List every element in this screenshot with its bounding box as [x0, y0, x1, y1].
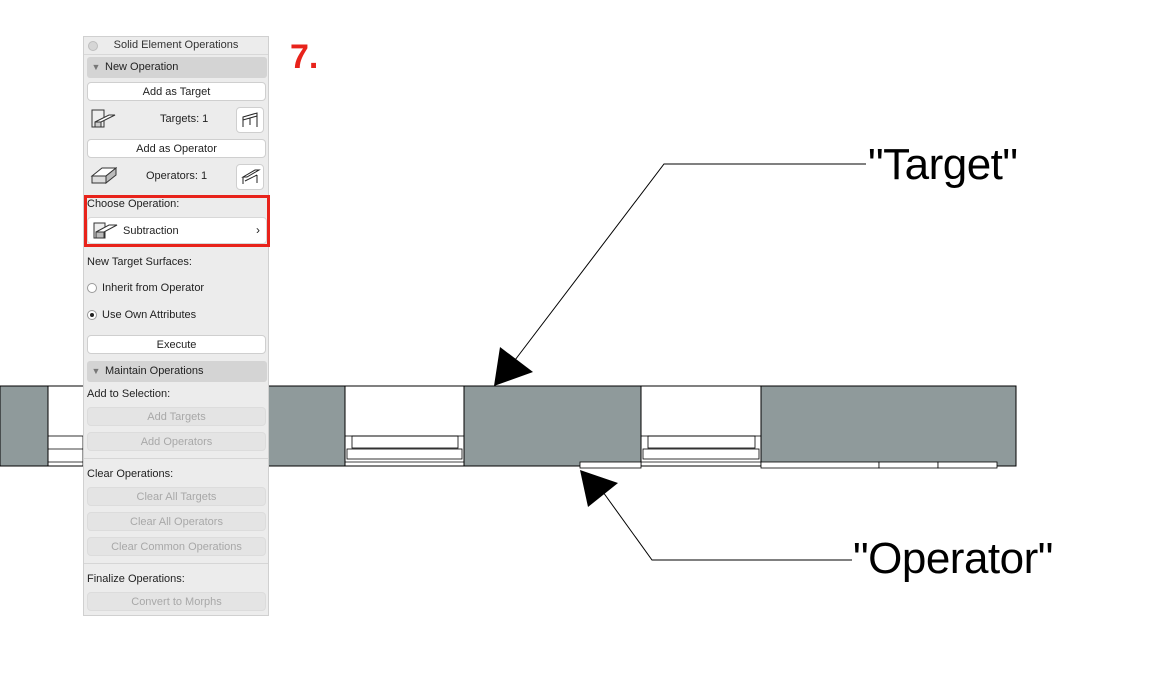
target-arrowhead [494, 347, 533, 386]
disclosure-triangle-icon: ▼ [91, 366, 101, 376]
use-own-attributes-radio[interactable] [87, 310, 97, 320]
new-target-surfaces-label: New Target Surfaces: [87, 256, 192, 268]
operators-count: Operators: 1 [146, 170, 208, 182]
add-targets-button[interactable]: Add Targets [87, 407, 266, 426]
clear-all-operators-button[interactable]: Clear All Operators [87, 512, 266, 531]
operator-leader-line [602, 491, 852, 561]
add-to-selection-label: Add to Selection: [87, 388, 171, 400]
operation-select[interactable]: Subtraction › [87, 217, 267, 244]
add-operators-button[interactable]: Add Operators [87, 432, 266, 451]
solid-block [0, 385, 49, 467]
target-solid-icon [91, 109, 116, 128]
operator-arrowhead [580, 470, 618, 507]
targets-count: Targets: 1 [160, 113, 209, 125]
solid-block [760, 385, 1017, 467]
close-icon[interactable] [88, 41, 98, 51]
operator-callout: "Operator" [853, 534, 1053, 583]
highlight-box [84, 195, 270, 247]
select-operators-button[interactable] [236, 164, 264, 190]
divider [84, 458, 268, 459]
new-operation-header-label: New Operation [105, 61, 179, 73]
operator-pick-icon [241, 169, 261, 184]
maintain-operations-header[interactable]: ▼ Maintain Operations [87, 361, 267, 382]
step-number: 7. [290, 38, 319, 76]
target-callout: "Target" [868, 140, 1018, 189]
operator-strip [579, 461, 998, 469]
window-frame [47, 435, 762, 467]
inherit-from-operator-radio[interactable] [87, 283, 97, 293]
panel-title-bar: Solid Element Operations [84, 37, 268, 55]
target-leader-line [511, 163, 866, 365]
clear-operations-label: Clear Operations: [87, 468, 174, 480]
add-as-target-button[interactable]: Add as Target [87, 82, 266, 101]
select-targets-button[interactable] [236, 107, 264, 133]
solid-block-target [463, 385, 642, 467]
finalize-operations-label: Finalize Operations: [87, 573, 185, 585]
clear-common-operations-button[interactable]: Clear Common Operations [87, 537, 266, 556]
operator-solid-icon [90, 166, 117, 185]
operation-value: Subtraction [123, 225, 179, 237]
inherit-from-operator-label[interactable]: Inherit from Operator [102, 282, 205, 294]
use-own-attributes-label[interactable]: Use Own Attributes [102, 309, 197, 321]
target-pick-icon [242, 112, 258, 127]
subtraction-icon [93, 222, 118, 239]
convert-to-morphs-button[interactable]: Convert to Morphs [87, 592, 266, 611]
solid-element-operations-panel: Solid Element Operations ▼New Operation … [83, 36, 270, 616]
execute-button[interactable]: Execute [87, 335, 266, 354]
disclosure-triangle-icon: ▼ [91, 62, 101, 72]
choose-operation-label: Choose Operation: [87, 198, 180, 210]
divider [84, 563, 268, 564]
new-operation-header[interactable]: ▼ New Operation [87, 57, 267, 78]
chevron-right-icon: › [256, 223, 260, 237]
solid-block [267, 385, 346, 467]
clear-all-targets-button[interactable]: Clear All Targets [87, 487, 266, 506]
maintain-operations-header-label: Maintain Operations [105, 365, 204, 377]
add-as-operator-button[interactable]: Add as Operator [87, 139, 266, 158]
panel-title: Solid Element Operations [113, 39, 239, 51]
